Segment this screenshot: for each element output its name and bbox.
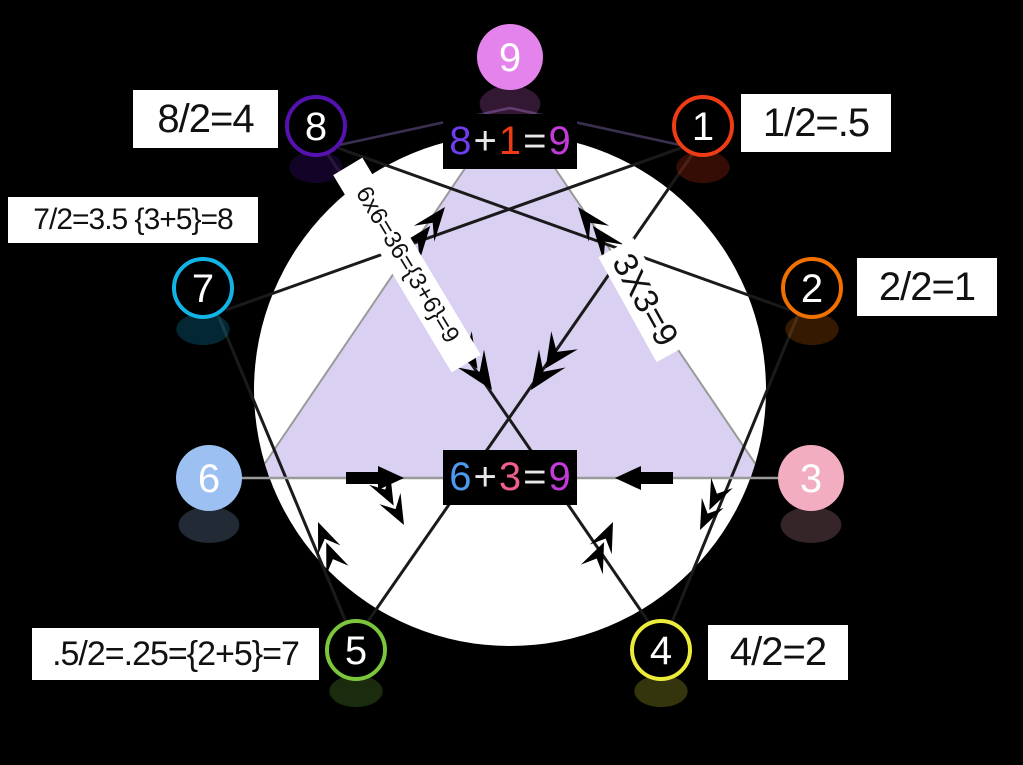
- callout-5: .5/2=.25={2+5}=7: [32, 628, 319, 680]
- callout-7: 7/2=3.5 {3+5}=8: [8, 197, 258, 243]
- node-1-label: 1: [692, 105, 714, 149]
- node-7-label: 7: [192, 267, 214, 311]
- eq-top-part-4: 9: [548, 119, 571, 163]
- node-3-reflection: [780, 506, 842, 544]
- callout-7-text: 7/2=3.5 {3+5}=8: [33, 203, 233, 236]
- node-6-circle[interactable]: [176, 445, 242, 511]
- node-6-label: 6: [198, 457, 220, 501]
- arrow-right-from-6: [346, 466, 404, 490]
- equation-box-top: 8+1=9: [443, 114, 577, 169]
- node-9-circle[interactable]: [477, 24, 543, 90]
- arrow-to-8: [254, 215, 293, 265]
- line-7-5: [216, 314, 348, 623]
- node-2-circle[interactable]: [781, 257, 843, 319]
- node-4-reflection: [634, 675, 688, 708]
- node-8-label: 8: [305, 105, 327, 149]
- node-9-label: 9: [499, 36, 521, 80]
- node-5-reflection: [329, 675, 383, 708]
- callout-1-text: 1/2=.5: [762, 100, 870, 145]
- arrow-lower-left-down: [368, 473, 404, 525]
- eq-bottom-part-0: 6: [449, 455, 472, 499]
- arrow-to-2: [740, 169, 780, 218]
- node-1[interactable]: 1: [672, 95, 734, 184]
- node-5-label: 5: [345, 629, 367, 673]
- node-3-label: 3: [800, 457, 822, 501]
- eq-bottom-part-3: =: [523, 455, 547, 499]
- callout-2: 2/2=1: [857, 258, 997, 316]
- node-4[interactable]: 4: [630, 619, 692, 708]
- node-4-circle[interactable]: [630, 619, 692, 681]
- eq-top-part-2: 1: [498, 119, 522, 163]
- node-5[interactable]: 5: [325, 619, 387, 708]
- arrow-lower-right-up: [580, 522, 613, 575]
- line-5-1: [364, 151, 696, 625]
- callout-8: 8/2=4: [133, 90, 278, 148]
- callout-4: 4/2=2: [708, 625, 848, 680]
- arrow-up-right: [578, 207, 624, 261]
- callout-1: 1/2=.5: [741, 94, 891, 152]
- node-7-reflection: [176, 313, 230, 346]
- node-2[interactable]: 2: [781, 257, 843, 346]
- line-1-7: [225, 146, 682, 312]
- node-5-circle[interactable]: [325, 619, 387, 681]
- node-7-circle[interactable]: [172, 257, 234, 319]
- arrow-up-left: [399, 207, 445, 261]
- eq-bottom-part-4: 9: [548, 455, 571, 499]
- callout-4-text: 4/2=2: [729, 630, 827, 674]
- arrow-lower-right-down: [700, 477, 733, 530]
- node-3[interactable]: 3: [778, 445, 844, 544]
- eq-top-part-3: =: [523, 119, 547, 163]
- callout-2-text: 2/2=1: [878, 264, 976, 309]
- node-1-reflection: [676, 151, 730, 184]
- node-1-circle[interactable]: [672, 95, 734, 157]
- arrow-left-from-3: [615, 466, 673, 490]
- node-3-circle[interactable]: [778, 445, 844, 511]
- node-4-label: 4: [650, 629, 672, 673]
- eq-bottom-part-1: +: [473, 455, 497, 499]
- line-2-4: [670, 314, 800, 623]
- node-6[interactable]: 6: [176, 445, 242, 544]
- node-8-circle[interactable]: [285, 95, 347, 157]
- eq-top-part-1: +: [473, 119, 497, 163]
- arrow-lower-left-up: [318, 522, 349, 575]
- arrow-center-right: [531, 331, 578, 390]
- callout-5-text: .5/2=.25={2+5}=7: [52, 634, 300, 673]
- node-7[interactable]: 7: [172, 257, 234, 346]
- eq-top-part-0: 8: [449, 119, 472, 163]
- node-6-reflection: [178, 506, 240, 544]
- node-2-reflection: [785, 313, 839, 346]
- node-9[interactable]: 9: [477, 24, 543, 123]
- eq-bottom-part-2: 3: [498, 455, 522, 499]
- equation-box-bottom: 6+3=9: [443, 450, 577, 505]
- line-8-2: [337, 146, 791, 312]
- arrowheads: [254, 169, 780, 575]
- node-8[interactable]: 8: [285, 95, 347, 184]
- node-9-reflection: [479, 85, 541, 123]
- node-8-reflection: [289, 151, 343, 184]
- node-2-label: 2: [801, 267, 823, 311]
- callout-8-text: 8/2=4: [157, 96, 254, 141]
